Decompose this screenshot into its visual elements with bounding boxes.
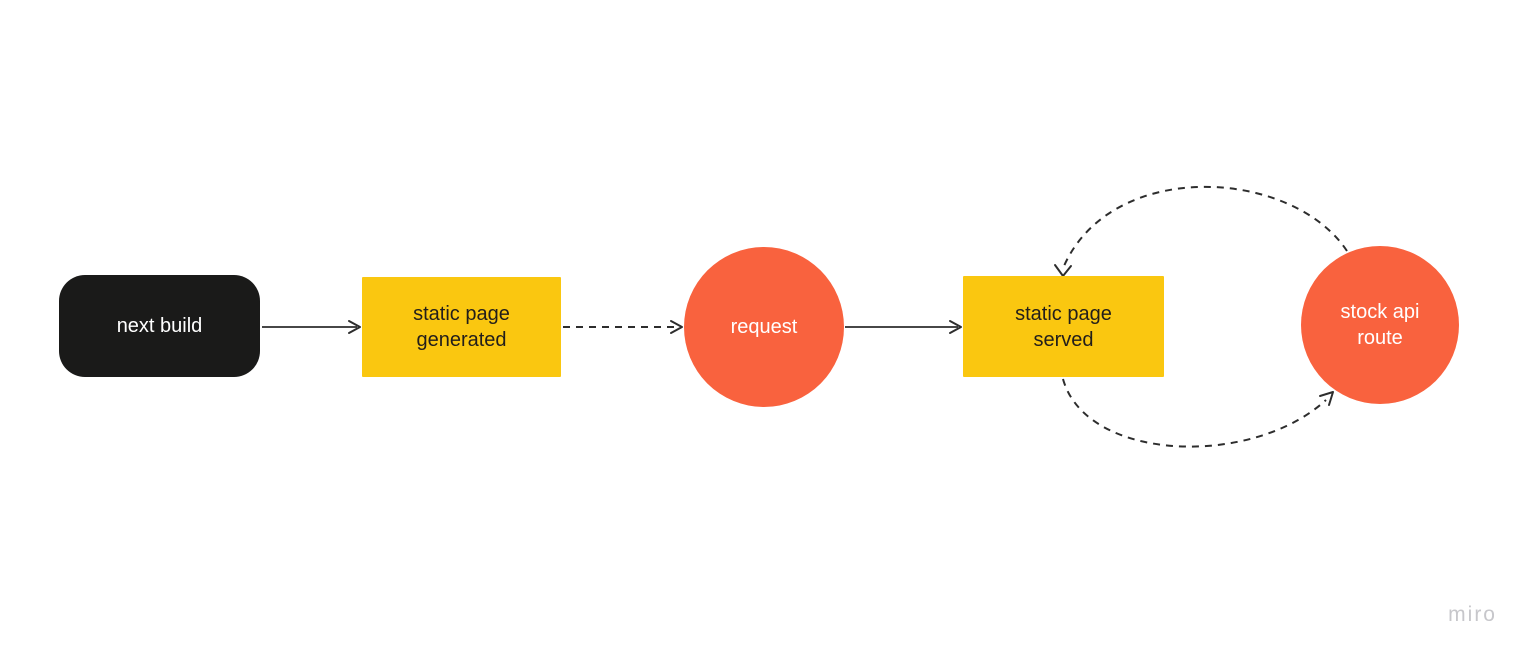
node-static-page-served[interactable]: static page served	[963, 276, 1164, 377]
node-request-label: request	[730, 316, 798, 338]
node-stock-api-route-label-line2: route	[1357, 327, 1403, 349]
miro-watermark: miro	[1448, 603, 1497, 626]
edge-static-page-generated-to-request[interactable]	[563, 320, 683, 334]
node-static-page-served-label-line1: static page	[1015, 302, 1112, 325]
node-stock-api-route-label-line1: stock api	[1340, 301, 1420, 323]
node-next-build-label: next build	[116, 315, 203, 337]
node-next-build[interactable]: next build	[59, 275, 260, 377]
node-request[interactable]: request	[684, 247, 844, 407]
node-stock-api-route[interactable]: stock api route	[1301, 246, 1459, 404]
node-static-page-generated-label-line1: static page	[413, 303, 510, 325]
node-static-page-served-label-line2: served	[1033, 328, 1094, 351]
edge-static-page-served-to-stock-api-route[interactable]	[1062, 378, 1334, 448]
edge-next-build-to-static-page-generated[interactable]	[262, 320, 361, 334]
node-static-page-generated[interactable]: static page generated	[362, 277, 561, 377]
edge-request-to-static-page-served[interactable]	[845, 320, 962, 334]
edge-stock-api-route-to-static-page-served[interactable]	[1054, 185, 1348, 277]
node-static-page-generated-label-line2: generated	[416, 329, 507, 351]
